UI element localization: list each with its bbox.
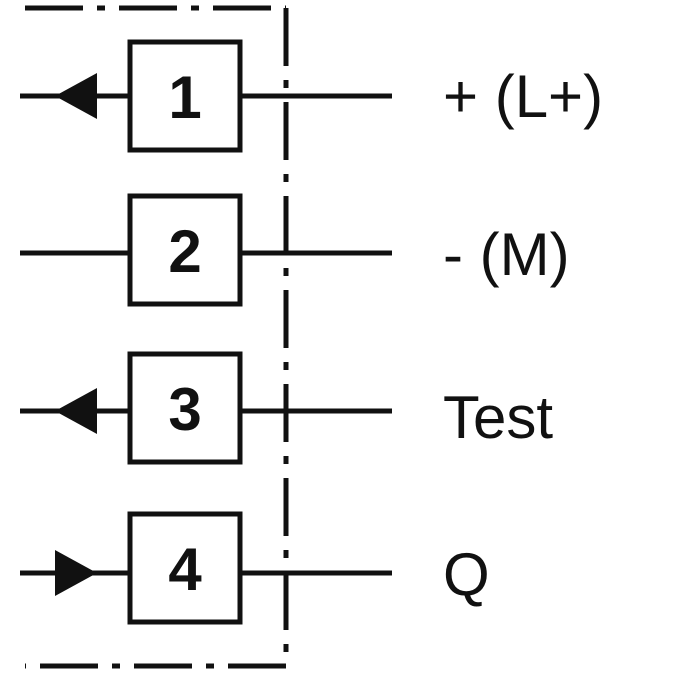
pin-row-2: 2 - (M) [20,193,570,307]
arrow-right-icon [55,550,97,596]
pin-box-1 [127,39,243,153]
signal-label-3: Test [443,384,553,451]
pin-number-3: 3 [168,376,201,443]
pin-number-1: 1 [168,64,201,131]
pin-box-2 [127,193,243,307]
pin-number-4: 4 [168,536,202,603]
pin-row-1: 1 + (L+) [20,39,603,153]
arrow-left-icon [55,388,97,434]
pin-box-3 [127,351,243,465]
signal-label-1: + (L+) [443,63,603,130]
signal-label-2: - (M) [443,221,570,288]
housing-outline [25,5,289,669]
signal-label-4: Q [443,541,490,608]
pin-number-2: 2 [168,218,201,285]
pin-row-3: 3 Test [20,351,553,465]
pin-row-4: 4 Q [20,511,490,625]
arrow-left-icon [55,73,97,119]
pin-box-4 [127,511,243,625]
